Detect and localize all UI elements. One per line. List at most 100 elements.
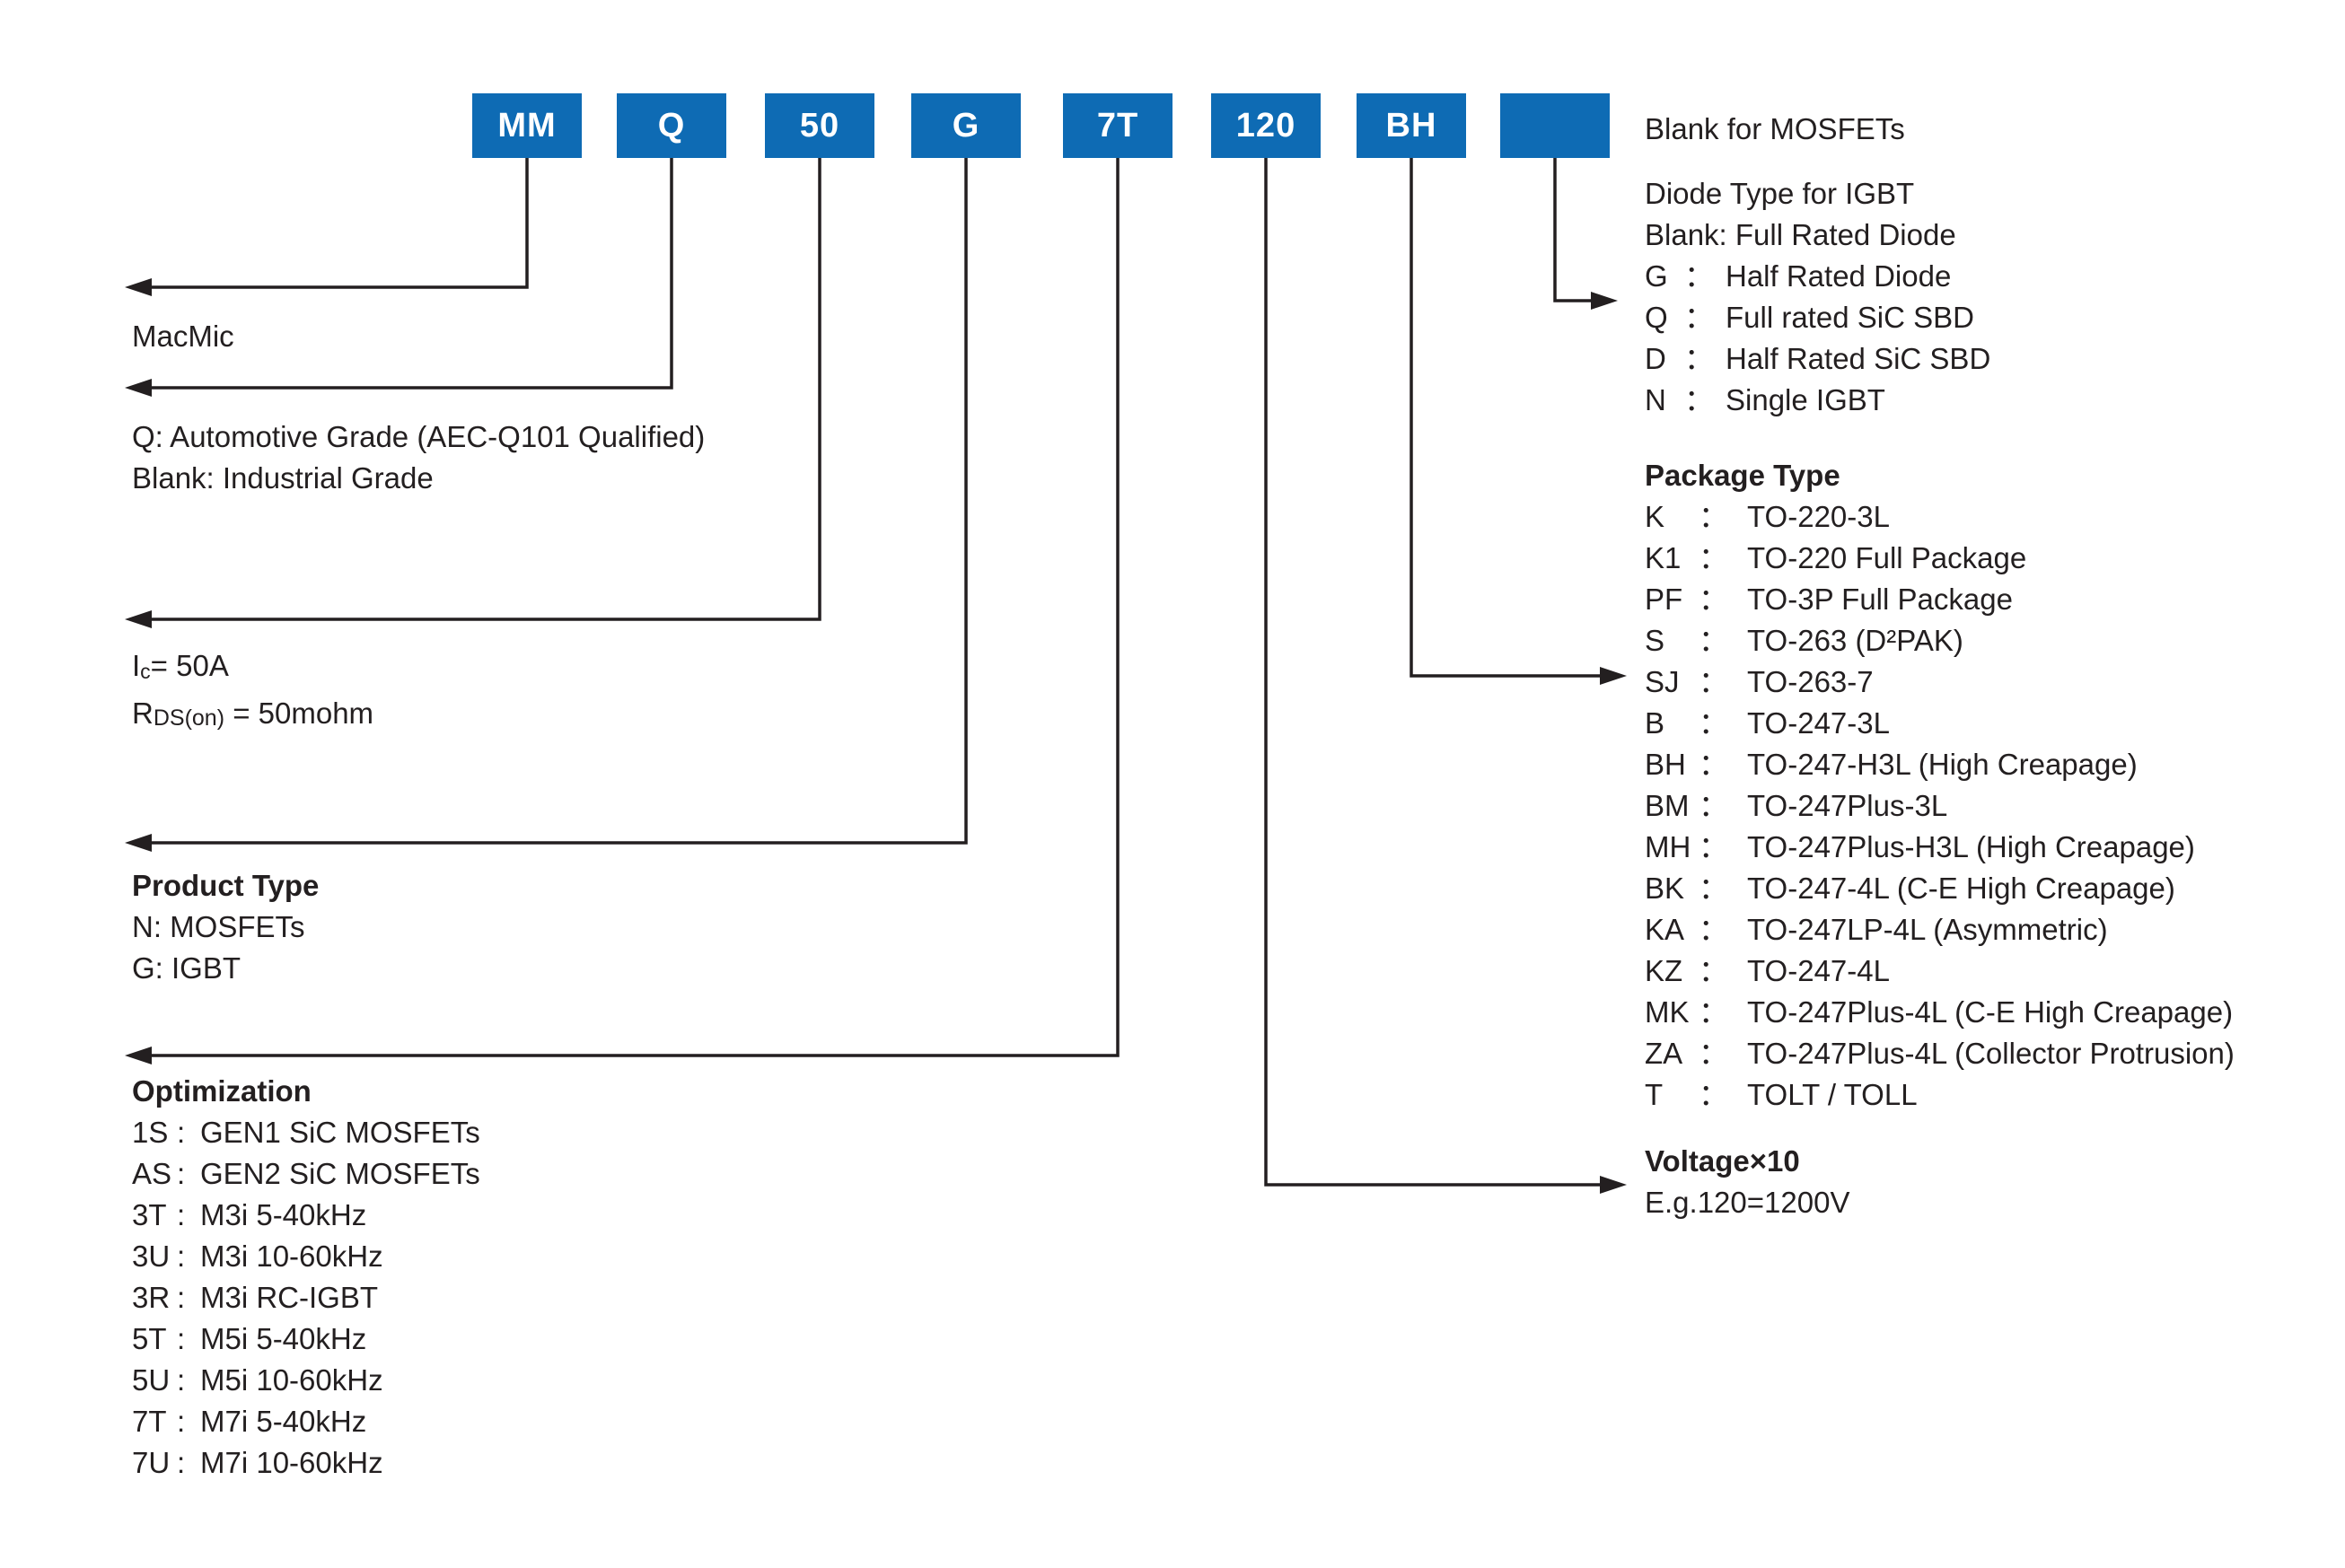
opt-code: 7U bbox=[132, 1446, 171, 1479]
pkg-colon: ： bbox=[1699, 541, 1728, 574]
pkg-code: T bbox=[1645, 1078, 1664, 1111]
connector-50 bbox=[148, 158, 821, 621]
collector-current-line: Ic= 50A bbox=[132, 644, 373, 691]
arrowhead-120-icon bbox=[1600, 1176, 1627, 1194]
rds-value: = 50mohm bbox=[224, 696, 374, 730]
pkg-label: TO-247-H3L (High Creapage) bbox=[1747, 748, 2138, 781]
manufacturer-label: MacMic bbox=[132, 320, 234, 353]
grade-line-industrial: Blank: Industrial Grade bbox=[132, 461, 434, 495]
code-box-blank bbox=[1500, 93, 1610, 158]
arrowhead-7t-icon bbox=[125, 1047, 152, 1064]
pkg-colon: ： bbox=[1699, 583, 1728, 616]
opt-label: M3i 5-40kHz bbox=[200, 1198, 367, 1231]
package-item: K：TO-220-3L bbox=[1645, 496, 2235, 538]
pkg-label: TO-247Plus-4L (Collector Protrusion) bbox=[1747, 1037, 2235, 1070]
voltage-title: Voltage×10 bbox=[1645, 1144, 1800, 1178]
pkg-colon: ： bbox=[1699, 995, 1728, 1029]
opt-label: M5i 10-60kHz bbox=[200, 1363, 383, 1397]
pkg-label: TO-220 Full Package bbox=[1747, 541, 2027, 574]
package-type-title: Package Type bbox=[1645, 459, 1840, 492]
opt-colon: : bbox=[177, 1116, 186, 1149]
opt-colon: : bbox=[177, 1446, 186, 1479]
connector-mm bbox=[148, 158, 529, 289]
package-item: BK：TO-247-4L (C-E High Creapage) bbox=[1645, 868, 2235, 909]
pkg-code: BM bbox=[1645, 789, 1690, 822]
connector-blank bbox=[1553, 158, 1593, 302]
opt-colon: : bbox=[177, 1281, 186, 1314]
optimization-item: 7T:M7i 5-40kHz bbox=[132, 1401, 480, 1442]
pkg-code: K1 bbox=[1645, 541, 1682, 574]
pkg-code: S bbox=[1645, 624, 1665, 657]
diode-item: D：Half Rated SiC SBD bbox=[1645, 338, 1990, 380]
package-type-list: K：TO-220-3L K1：TO-220 Full Package PF：TO… bbox=[1645, 496, 2235, 1116]
current-symbol: I bbox=[132, 649, 141, 682]
code-box-mm: MM bbox=[472, 93, 582, 158]
diode-code: Q bbox=[1645, 301, 1668, 334]
opt-label: M7i 10-60kHz bbox=[200, 1446, 383, 1479]
pkg-colon: ： bbox=[1699, 1078, 1728, 1111]
pkg-label: TO-3P Full Package bbox=[1747, 583, 2013, 616]
code-box-q: Q bbox=[617, 93, 726, 158]
pkg-label: TO-263 (D²PAK) bbox=[1747, 624, 1963, 657]
diode-code: D bbox=[1645, 342, 1666, 375]
rds-subscript: DS(on) bbox=[153, 705, 225, 731]
code-box-bh: BH bbox=[1357, 93, 1466, 158]
voltage-block: Voltage×10 E.g.120=1200V bbox=[1645, 1141, 1849, 1223]
optimization-item: 3R:M3i RC-IGBT bbox=[132, 1277, 480, 1318]
optimization-title: Optimization bbox=[132, 1074, 312, 1108]
arrowhead-blank-icon bbox=[1591, 292, 1618, 310]
product-type-block: Product Type N: MOSFETs G: IGBT bbox=[132, 865, 319, 989]
package-item: PF：TO-3P Full Package bbox=[1645, 579, 2235, 620]
connector-bh bbox=[1410, 158, 1602, 678]
opt-label: M3i RC-IGBT bbox=[200, 1281, 378, 1314]
pkg-label: TO-247-4L (C-E High Creapage) bbox=[1747, 872, 2175, 905]
package-item: BH：TO-247-H3L (High Creapage) bbox=[1645, 744, 2235, 785]
optimization-item: 7U: M7i 10-60kHz bbox=[132, 1442, 480, 1484]
pkg-label: TO-247-3L bbox=[1747, 706, 1890, 740]
pkg-colon: ： bbox=[1699, 500, 1728, 533]
rds-on-line: RDS(on) = 50mohm bbox=[132, 691, 373, 739]
diode-type-block: Diode Type for IGBT Blank: Full Rated Di… bbox=[1645, 173, 1990, 421]
package-item: S：TO-263 (D²PAK) bbox=[1645, 620, 2235, 661]
arrowhead-bh-icon bbox=[1600, 667, 1627, 685]
pkg-colon: ： bbox=[1699, 665, 1728, 698]
optimization-item: AS:GEN2 SiC MOSFETs bbox=[132, 1153, 480, 1195]
pkg-label: TO-247Plus-4L (C-E High Creapage) bbox=[1747, 995, 2234, 1029]
package-item: MH：TO-247Plus-H3L (High Creapage) bbox=[1645, 827, 2235, 868]
pkg-code: BH bbox=[1645, 748, 1686, 781]
product-type-item-g: G: IGBT bbox=[132, 951, 242, 985]
package-item: B：TO-247-3L bbox=[1645, 703, 2235, 744]
product-type-title: Product Type bbox=[132, 869, 320, 902]
pkg-code: BK bbox=[1645, 872, 1685, 905]
diode-label: Half Rated SiC SBD bbox=[1726, 342, 1991, 375]
arrowhead-mm-icon bbox=[125, 278, 152, 296]
current-subscript: c bbox=[140, 660, 151, 683]
arrowhead-g-icon bbox=[125, 834, 152, 852]
opt-colon: : bbox=[177, 1405, 186, 1438]
diode-type-title: Diode Type for IGBT bbox=[1645, 177, 1915, 210]
pkg-code: B bbox=[1645, 706, 1665, 740]
pkg-colon: ： bbox=[1699, 1037, 1728, 1070]
pkg-code: SJ bbox=[1645, 665, 1680, 698]
optimization-item: 5T:M5i 5-40kHz bbox=[132, 1318, 480, 1360]
package-item: KZ：TO-247-4L bbox=[1645, 950, 2235, 992]
diode-code: G bbox=[1645, 259, 1668, 293]
optimization-list: 1S:GEN1 SiC MOSFETs AS:GEN2 SiC MOSFETs … bbox=[132, 1112, 480, 1484]
opt-code: 3T bbox=[132, 1198, 167, 1231]
pkg-code: ZA bbox=[1645, 1037, 1683, 1070]
diode-colon: ： bbox=[1684, 259, 1714, 293]
connector-q bbox=[148, 158, 673, 390]
diode-item: Q：Full rated SiC SBD bbox=[1645, 297, 1990, 338]
opt-code: 5U bbox=[132, 1363, 171, 1397]
connector-7t bbox=[148, 158, 1120, 1057]
package-item: ZA ： TO-247Plus-4L (Collector Protrusion) bbox=[1645, 1033, 2235, 1074]
rds-symbol: R bbox=[132, 696, 154, 730]
pkg-code: KA bbox=[1645, 913, 1685, 946]
connector-g bbox=[148, 158, 968, 845]
optimization-item: 5U:M5i 10-60kHz bbox=[132, 1360, 480, 1401]
code-box-50: 50 bbox=[765, 93, 874, 158]
opt-colon: : bbox=[177, 1157, 186, 1190]
opt-label: M3i 10-60kHz bbox=[200, 1240, 383, 1273]
opt-code: 3U bbox=[132, 1240, 171, 1273]
